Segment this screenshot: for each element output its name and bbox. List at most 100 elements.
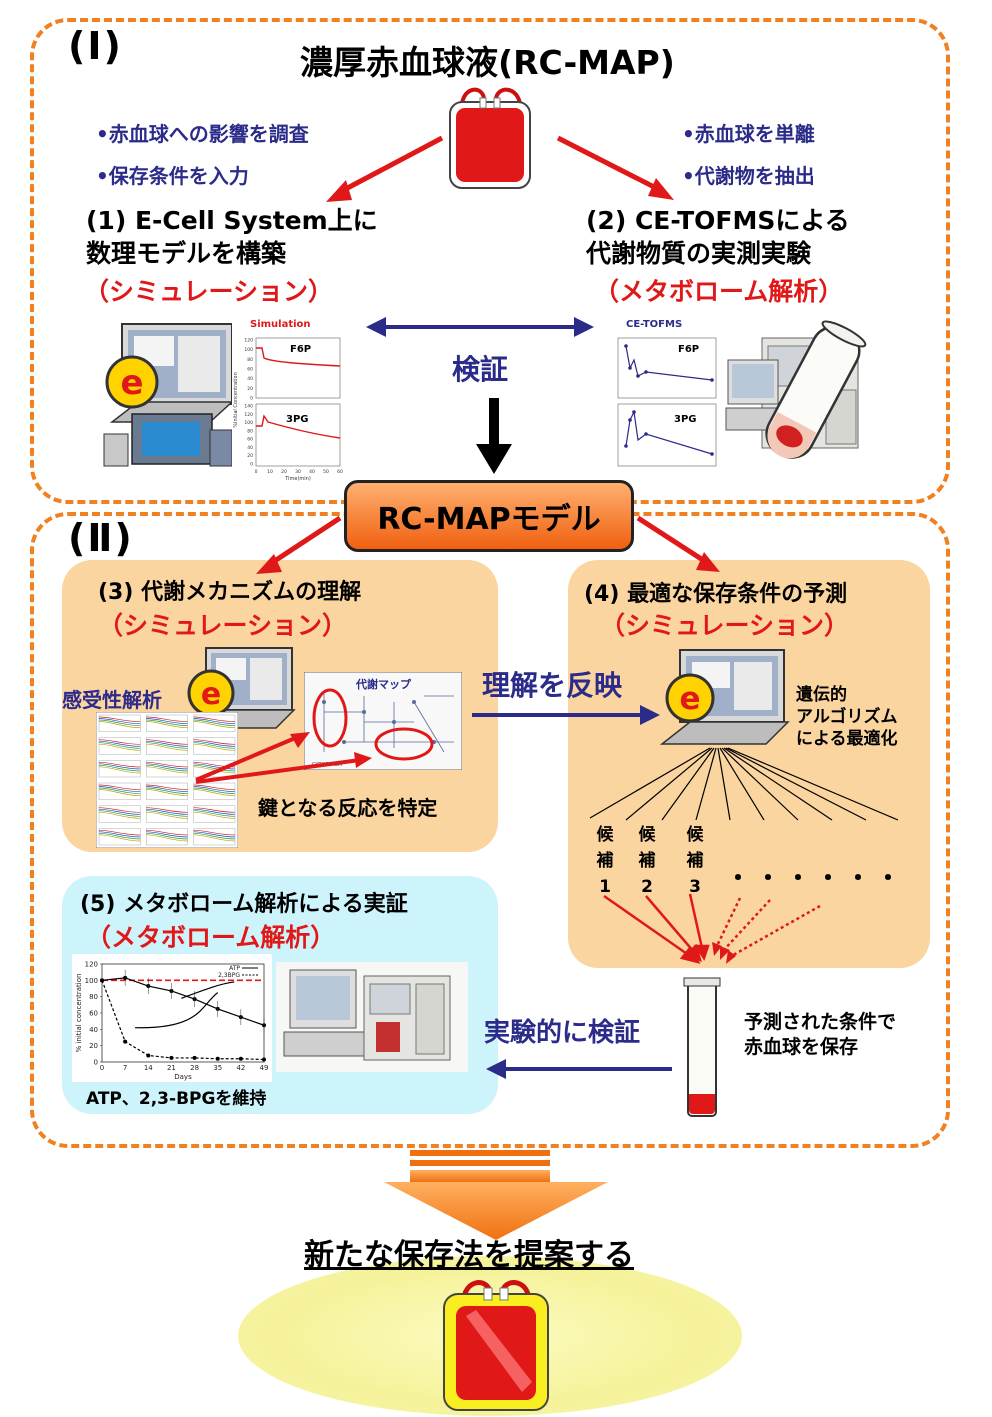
sim-bottom-ytick: 40	[247, 445, 253, 451]
sensitivity-curve	[98, 808, 141, 815]
ga-line2: アルゴリズム	[796, 707, 898, 727]
sensitivity-curve	[146, 787, 188, 795]
box-3-title: (3) 代謝メカニズムの理解	[98, 580, 362, 605]
ce-chart-title: CE-TOFMS	[626, 319, 682, 330]
sensitivity-curve	[193, 810, 236, 817]
test-tube-icon	[765, 320, 867, 459]
atp-xlabel: Days	[174, 1073, 192, 1081]
sensitivity-curve	[146, 831, 188, 838]
atp-ytick-label: 120	[85, 961, 98, 969]
atp-annotation-curve-2	[181, 981, 235, 999]
sensitivity-curve	[146, 763, 188, 770]
box-5-subtitle: （メタボローム解析）	[86, 923, 336, 952]
computer-icon	[103, 323, 234, 467]
atp-xtick-label: 49	[260, 1064, 269, 1072]
blood-bag-final-icon	[443, 1280, 549, 1411]
sim-xtick: 20	[281, 469, 287, 475]
sensitivity-curve	[146, 761, 188, 768]
sim-bottom-ytick: 80	[247, 428, 253, 434]
sensitivity-curve	[146, 810, 188, 817]
atp-xtick-label: 21	[167, 1064, 176, 1072]
atp-ytick-label: 80	[89, 993, 98, 1001]
sensitivity-curve	[98, 831, 141, 838]
method-2-title-line1: (2) CE-TOFMSによる	[586, 206, 850, 235]
blood-bag-icon	[449, 87, 531, 189]
sensitivity-curve	[146, 740, 188, 747]
predicted-line2: 赤血球を保存	[744, 1036, 859, 1058]
section-1-label: (Ⅰ)	[68, 24, 123, 68]
candidate-1-char1: 候	[596, 825, 614, 845]
atp-point-1	[192, 1055, 197, 1060]
sensitivity-curve	[193, 807, 236, 813]
sim-top-ytick: 100	[244, 347, 253, 353]
sensitivity-curve	[193, 784, 236, 791]
ce-tofms-chart: CE-TOFMS F6P 3PG	[604, 316, 720, 482]
sensitivity-curve	[146, 739, 188, 745]
sim-xtick: 30	[295, 469, 301, 475]
bullet-right-2: •代謝物を抽出	[682, 164, 815, 188]
section-1-title: 濃厚赤血球液(RC-MAP)	[300, 43, 675, 82]
candidate-2-num: 2	[641, 877, 653, 897]
simulation-chart-title: Simulation	[250, 319, 311, 330]
sensitivity-curve	[193, 786, 236, 793]
metabolic-map: 代謝マップ CYTOPLASM	[304, 672, 462, 770]
reflect-arrow	[472, 705, 660, 725]
sensitivity-curve	[98, 766, 141, 774]
rc-map-model-box: RC-MAPモデル	[344, 480, 634, 552]
sensitivity-curve	[98, 832, 141, 840]
sensitivity-curve	[98, 784, 141, 791]
sim-top-ytick: 60	[247, 367, 253, 373]
sensitivity-curve	[193, 834, 236, 842]
atp-series-line-1	[101, 980, 265, 1061]
atp-ytick-label: 0	[94, 1059, 98, 1067]
sensitivity-curve	[98, 743, 141, 751]
sensitivity-curve	[98, 742, 141, 749]
bullet-left-2: •保存条件を入力	[96, 164, 249, 188]
sensitivity-curve	[146, 808, 188, 815]
sensitivity-curve	[193, 721, 236, 729]
sensitivity-curve	[146, 784, 188, 791]
e-cell-logo-icon-small: e	[187, 669, 235, 717]
sensitivity-curve	[98, 718, 141, 725]
ce-panel-f6p: F6P	[678, 344, 699, 355]
atp-point-1	[238, 1056, 243, 1061]
bullet-left-1: •赤血球への影響を調査	[96, 122, 309, 146]
method-1-subtitle: （シミュレーション）	[84, 277, 334, 306]
sensitivity-curve	[193, 832, 236, 840]
box-4-title: (4) 最適な保存条件の予測	[584, 582, 848, 607]
candidate-3-char2: 補	[686, 851, 704, 871]
experimental-verify-arrow	[486, 1059, 672, 1079]
atp-point-1	[146, 1053, 151, 1058]
simulation-xlabel: Time(min)	[284, 476, 311, 482]
sim-xtick: 60	[337, 469, 343, 475]
sim-top-ytick: 40	[247, 376, 253, 382]
big-down-arrow	[384, 1150, 608, 1240]
atp-ytick-label: 60	[89, 1010, 98, 1018]
svg-text:e: e	[120, 363, 143, 403]
sim-top-ytick: 20	[247, 386, 253, 392]
atp-legend-label-1: 2,3BPG	[218, 972, 240, 979]
sensitivity-curve	[98, 829, 141, 836]
candidate-dots: ・・・・・・	[726, 864, 906, 892]
box-4-subtitle: （シミュレーション）	[600, 611, 850, 640]
candidate-1: 候 補 1	[594, 822, 616, 900]
sensitivity-curve	[146, 721, 188, 729]
sim-xtick: 40	[309, 469, 315, 475]
sensitivity-curve	[193, 716, 236, 723]
sensitivity-curve	[146, 789, 188, 797]
box-5-title: (5) メタボローム解析による実証	[80, 892, 408, 917]
atp-xtick-label: 28	[190, 1064, 199, 1072]
sensitivity-curve	[146, 764, 188, 772]
reflect-label: 理解を反映	[482, 669, 623, 702]
sensitivity-label: 感受性解析	[62, 688, 162, 712]
sensitivity-curve	[193, 808, 236, 815]
sensitivity-curve	[193, 789, 236, 797]
sensitivity-curve	[193, 763, 236, 770]
ga-line1: 遺伝的	[796, 685, 847, 705]
candidate-1-char2: 補	[596, 851, 614, 871]
svg-text:e: e	[679, 681, 700, 717]
sim-bottom-ytick: 20	[247, 453, 253, 459]
atp-xtick-label: 35	[213, 1064, 222, 1072]
